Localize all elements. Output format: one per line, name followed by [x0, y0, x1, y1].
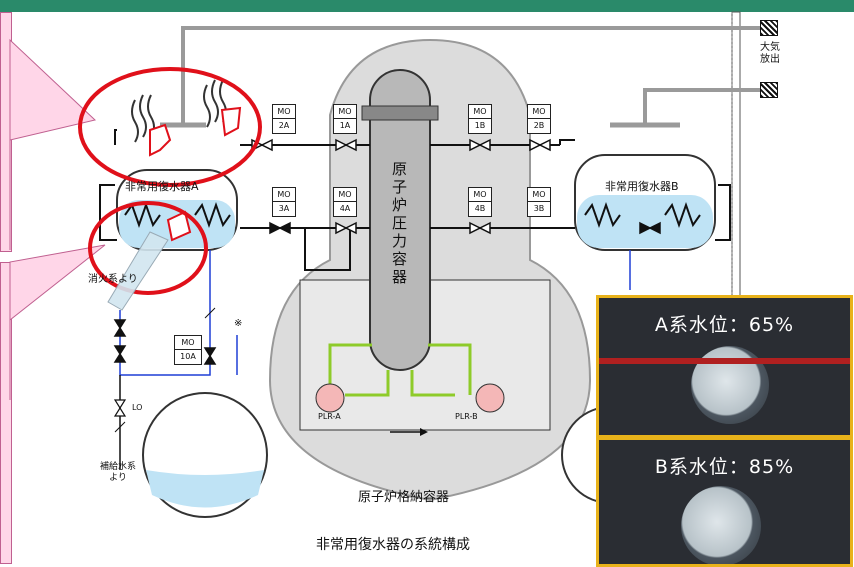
photo-a-caption: A系水位：65% — [654, 314, 795, 336]
steam-wisps — [131, 79, 227, 143]
atmosphere-outlet-upper — [760, 20, 778, 36]
recirc-loop-b — [428, 343, 472, 395]
callout-pointer-lower — [9, 244, 106, 400]
vent-pipe-a — [181, 26, 760, 125]
condenser-b-label: 非常用復水器B — [605, 180, 679, 193]
top-band — [0, 0, 854, 12]
makeup-water-label: 補給水系 より — [100, 462, 137, 483]
pump-plr-a — [315, 383, 345, 413]
reactor-pressure-vessel-label: 原子炉圧力容器 — [392, 160, 408, 286]
diagram-title: 非常用復水器の系統構成 — [316, 537, 470, 553]
photo-b-caption: B系水位：85% — [654, 456, 795, 478]
condenser-b-water — [577, 195, 713, 248]
note-mark: ※ — [234, 318, 243, 329]
gauge-icon — [681, 486, 761, 564]
atmosphere-outlet-lower — [760, 82, 778, 98]
vent-pipe-b — [643, 88, 760, 125]
plr-a-label: PLR-A — [318, 412, 341, 421]
highlight-ring-steam — [78, 67, 262, 187]
callout-pointer-upper — [9, 38, 97, 250]
fire-protection-label: 消火系より — [88, 274, 138, 285]
photo-gauge-a: A系水位：65% — [596, 295, 853, 438]
highlight-ring-water — [88, 201, 208, 295]
lo-label: LO — [132, 403, 143, 412]
condenser-a-label: 非常用復水器A — [125, 180, 199, 193]
plr-b-label: PLR-B — [455, 412, 478, 421]
recirc-loop-a — [328, 343, 372, 395]
reactor-pressure-vessel — [369, 69, 431, 371]
vessel-flange — [361, 105, 439, 121]
pump-plr-b — [475, 383, 505, 413]
containment-label: 原子炉格納容器 — [358, 490, 450, 505]
atmosphere-vent-label: 大気 放出 — [760, 42, 780, 65]
photo-gauge-b: B系水位：85% — [596, 437, 853, 567]
